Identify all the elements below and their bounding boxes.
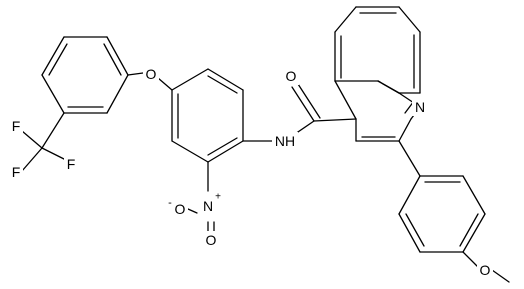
bond-ring-o-methoxy [462, 251, 479, 268]
atom-labels: F F F O O NH N N + [9, 65, 493, 279]
bond-c-f1 [21, 130, 43, 149]
nitro-minus-charge: - [168, 197, 172, 209]
atom-o-ether: O [143, 65, 159, 83]
atom-f1: F [9, 117, 23, 135]
ring-quinoline-pyridine [334, 80, 421, 142]
svg-text:F: F [67, 156, 76, 172]
atom-o-methoxy: O [477, 261, 493, 279]
svg-text:O: O [175, 201, 186, 217]
atom-f2: F [9, 163, 23, 181]
atom-o-nitro-minus: O - [168, 197, 188, 218]
nitro-plus-charge: + [215, 192, 221, 203]
bond-carbonyl-quinoline [313, 118, 357, 122]
bond-ring-o-ether [127, 72, 144, 76]
svg-text:O: O [206, 232, 217, 248]
ring-trifluoromethylphenyl [41, 36, 129, 114]
atom-f3: F [64, 155, 78, 173]
svg-text:O: O [146, 66, 157, 82]
svg-text:N: N [203, 198, 213, 214]
atom-o-amide: O [283, 67, 299, 85]
atom-n-quinoline: N [412, 98, 428, 116]
ring-quinoline-benzo [334, 6, 421, 94]
bond-n-o-minus [187, 208, 198, 214]
svg-text:O: O [286, 68, 297, 84]
atom-n-nitro: N + [200, 192, 221, 215]
svg-text:N: N [415, 99, 425, 115]
bond-co-a [291, 86, 315, 122]
svg-text:F: F [12, 164, 21, 180]
bond-co-b [297, 83, 321, 119]
svg-text:O: O [480, 262, 491, 278]
bonds [21, 6, 510, 283]
atom-o-nitro-double: O [203, 231, 219, 249]
bond-o-methyl [491, 269, 510, 283]
bond-c-f3 [41, 147, 67, 161]
bond-cf3-ring [41, 112, 65, 149]
bond-c-f2 [21, 147, 43, 172]
svg-text:NH: NH [275, 133, 295, 149]
bond-quinoline-aryl [398, 140, 421, 177]
atom-nh: NH [272, 132, 298, 150]
bond-o-ether-ring [157, 77, 173, 91]
bond-nh-carbonyl [294, 120, 315, 135]
svg-text:F: F [12, 118, 21, 134]
ring-nitrophenyl [171, 68, 244, 163]
ring-methoxyphenyl [398, 175, 486, 253]
